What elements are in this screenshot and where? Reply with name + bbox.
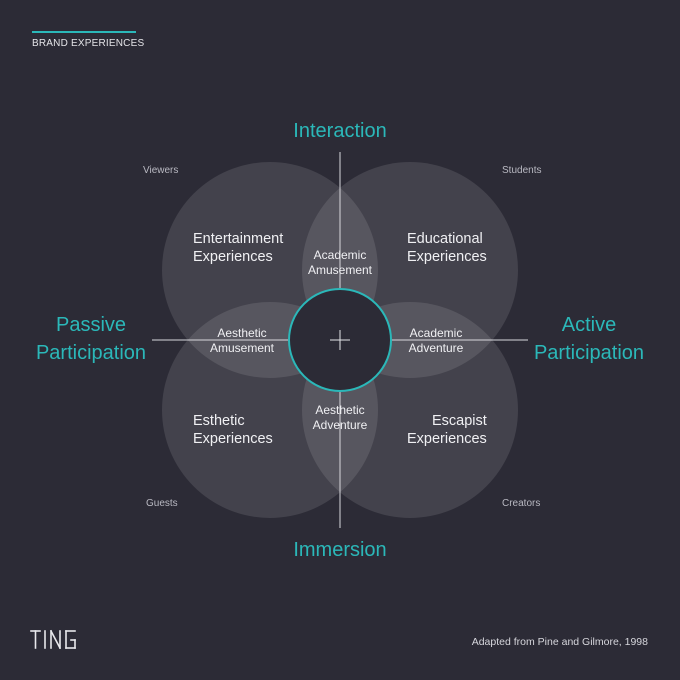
axis-label-active-participation: Active Participation — [533, 314, 645, 364]
overlap-academic-amusement: Academic Amusement — [307, 248, 373, 277]
audience-creators: Creators — [502, 498, 541, 509]
axis-label-interaction: Interaction — [293, 120, 387, 142]
page-title: BRAND EXPERIENCES — [32, 38, 145, 49]
overlap-aesthetic-amusement: Aesthetic Amusement — [209, 326, 275, 355]
header-accent-rule — [32, 31, 136, 33]
audience-guests: Guests — [146, 498, 178, 509]
overlap-aesthetic-adventure: Aesthetic Adventure — [312, 403, 368, 432]
axis-label-immersion: Immersion — [293, 539, 387, 561]
axis-label-passive-participation: Passive Participation — [35, 314, 147, 364]
audience-students: Students — [502, 165, 542, 176]
source-citation: Adapted from Pine and Gilmore, 1998 — [471, 636, 648, 648]
overlap-academic-adventure: Academic Adventure — [408, 326, 464, 355]
quadrant-esthetic: Esthetic Experiences — [193, 413, 273, 447]
quadrant-entertainment: Entertainment Experiences — [193, 231, 284, 265]
quadrant-escapist: Escapist Experiences — [407, 413, 487, 447]
ting-logo — [30, 629, 76, 650]
quadrant-educational: Educational Experiences — [407, 231, 487, 265]
audience-viewers: Viewers — [143, 165, 179, 176]
